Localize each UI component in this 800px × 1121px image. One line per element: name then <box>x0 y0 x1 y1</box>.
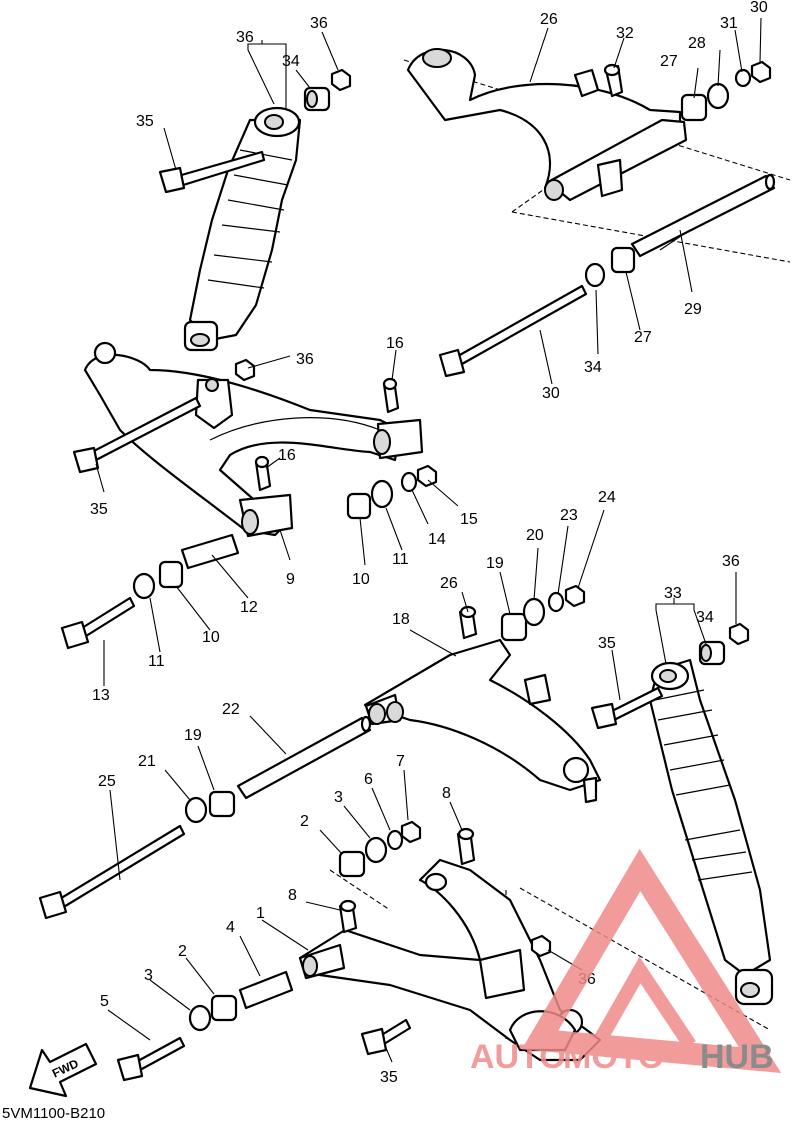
callout-17: 18 <box>392 611 410 628</box>
callout-19-lower: 21 <box>138 753 156 770</box>
bushings-10-11-12-lower <box>132 533 240 600</box>
watermark-logo: AUTO MOTO HUB <box>470 848 782 1076</box>
callout-36-arm9: 36 <box>296 351 314 368</box>
callout-21: 25 <box>98 773 116 790</box>
arm-9 <box>83 341 424 538</box>
watermark-text-hub: HUB <box>700 1038 774 1076</box>
callout-10-upper: 10 <box>352 571 370 588</box>
callout-9: 9 <box>286 571 295 588</box>
callout-27-upper: 28 <box>688 35 706 52</box>
bushing-26-27-lower <box>584 246 636 288</box>
callout-24: 26 <box>440 575 458 592</box>
callout-33-lower: 33 <box>664 585 682 602</box>
collar-28 <box>630 173 776 258</box>
arm-17 <box>363 638 602 804</box>
callout-35-lower-shock: 35 <box>598 635 616 652</box>
bushings-2-3-6-7-upper <box>338 820 422 878</box>
callout-35-upper: 35 <box>136 113 154 130</box>
callout-23: 24 <box>598 489 616 506</box>
bolt-35-lower-arm <box>360 1018 412 1056</box>
bolt-29 <box>438 284 588 378</box>
bolt-35-arm9 <box>72 396 202 474</box>
callout-13: 13 <box>92 687 110 704</box>
callout-22: 23 <box>560 507 578 524</box>
bolt-35-upper-shock <box>158 150 266 194</box>
shock-absorber-lower-right <box>648 658 774 1006</box>
bolt-21 <box>38 824 186 920</box>
upper-arm-25 <box>403 48 791 263</box>
callout-35-lower-arm: 35 <box>380 1069 398 1086</box>
bushings-10-11-14-15-upper <box>346 464 438 520</box>
grease-nipples-16 <box>254 377 400 492</box>
callout-35-arm9: 35 <box>90 501 108 518</box>
callout-26-upper: 27 <box>660 53 678 70</box>
callout-34-lower: 34 <box>696 609 714 626</box>
callout-26-lower: 27 <box>634 329 652 346</box>
callout-labels: 36 36 34 35 26 32 31 30 28 27 29 27 34 3… <box>90 0 768 1086</box>
callout-8-lower: 8 <box>288 887 297 904</box>
callout-16-lower: 16 <box>278 447 296 464</box>
watermark-text-moto: MOTO <box>563 1038 664 1076</box>
fwd-arrow-icon: FWD <box>28 1042 98 1098</box>
callout-10-lower: 10 <box>202 629 220 646</box>
callout-15: 15 <box>460 511 478 528</box>
callout-30: 31 <box>720 15 738 32</box>
callout-36-lower-shock: 36 <box>722 553 740 570</box>
watermark-text-auto: AUTO <box>470 1038 566 1076</box>
callout-12: 12 <box>240 599 258 616</box>
bushing-34-lower <box>698 640 726 666</box>
callout-7: 7 <box>396 753 405 770</box>
bolt-13 <box>60 596 136 650</box>
callout-33-upper: 36 <box>236 29 254 46</box>
callout-20: 22 <box>222 701 240 718</box>
callout-14: 14 <box>428 531 446 548</box>
callout-25: 26 <box>540 11 558 28</box>
callout-8-upper: 8 <box>442 785 451 802</box>
grease-nipple-32 <box>603 63 624 98</box>
bushings-2-3-4-lower <box>188 970 294 1032</box>
callout-16-upper: 16 <box>386 335 404 352</box>
callout-27-lower: 34 <box>584 359 602 376</box>
bushings-18-19-lower <box>184 790 236 824</box>
nut-36-upper <box>330 68 352 92</box>
bushing-34-upper <box>303 86 331 112</box>
callout-28: 29 <box>684 301 702 318</box>
nut-36-lower-shock <box>728 622 750 646</box>
nut-36-arm9 <box>234 358 256 382</box>
leader-lines <box>95 17 762 1063</box>
callout-29: 30 <box>542 385 560 402</box>
callout-18-upper: 19 <box>486 555 504 572</box>
collar-20 <box>236 715 372 800</box>
callout-3-upper: 3 <box>334 789 343 806</box>
callout-34-upper: 34 <box>282 53 300 70</box>
callout-3-lower: 3 <box>144 967 153 984</box>
callout-5: 5 <box>100 993 109 1010</box>
callout-31: 30 <box>750 0 768 16</box>
callout-32: 32 <box>616 25 634 42</box>
nut-36-lower-arm <box>530 934 552 958</box>
callout-2-lower: 2 <box>178 943 187 960</box>
callout-18-lower: 19 <box>184 727 202 744</box>
callout-4: 4 <box>226 919 235 936</box>
grease-nipples-8 <box>338 827 476 934</box>
diagram-code: 5VM1100-B210 <box>2 1105 105 1121</box>
callout-1: 1 <box>256 905 265 922</box>
callout-19-upper: 20 <box>526 527 544 544</box>
shock-absorber-upper-left <box>183 106 302 352</box>
bushings-18-19-22-23-upper <box>500 584 586 642</box>
bolt-5 <box>116 1036 186 1082</box>
callout-11-lower: 11 <box>148 653 165 670</box>
callout-2-upper: 2 <box>300 813 309 830</box>
callout-11-upper: 11 <box>392 551 409 568</box>
callout-6: 6 <box>364 771 373 788</box>
bolt-35-lower-shock <box>590 686 664 730</box>
callout-36-upper: 36 <box>310 15 328 32</box>
